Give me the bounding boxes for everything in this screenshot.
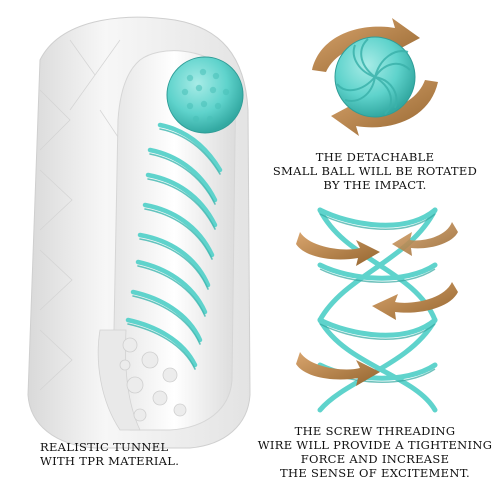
rotating-ball-group	[312, 18, 438, 136]
screw-caption-line-3: FORCE AND INCREASE	[300, 452, 450, 466]
sleeve-coil-shadows	[127, 128, 221, 370]
swirl-pattern	[336, 38, 411, 115]
helix-strands	[317, 207, 438, 413]
screw-threading-group	[296, 207, 458, 413]
screw-caption-line-2: WIRE WILL PROVIDE A TIGHTENING	[257, 438, 493, 452]
tunnel-texture	[119, 337, 187, 422]
screw-arrow-bottom-icon	[296, 352, 380, 386]
ball-caption-line-1: THE DETACHABLE	[315, 150, 435, 164]
tunnel-caption-line-2: WITH TPR MATERIAL.	[40, 454, 180, 468]
ball-caption-line-2: SMALL BALL WILL BE ROTATED	[272, 164, 478, 178]
ball-caption-line-3: BY THE IMPACT.	[323, 178, 427, 192]
sleeve-facets	[39, 39, 121, 391]
screw-arrow-middle-icon	[372, 282, 458, 320]
screw-caption-line-4: THE SENSE OF EXCITEMENT.	[280, 466, 470, 480]
screw-arrow-top-icon	[296, 232, 380, 266]
rotation-arrow-bottom-icon	[331, 80, 438, 136]
tunnel-caption: REALISTIC TUNNEL WITH TPR MATERIAL.	[40, 440, 240, 468]
sleeve-product	[27, 16, 251, 449]
screw-caption: THE SCREW THREADING WIRE WILL PROVIDE A …	[255, 424, 495, 480]
rotation-arrow-top-icon	[312, 18, 420, 72]
ball-caption: THE DETACHABLE SMALL BALL WILL BE ROTATE…	[270, 150, 480, 192]
screw-arrow-right-top-icon	[392, 222, 458, 256]
sleeve-threading-coils	[125, 122, 223, 368]
inner-wall	[97, 329, 141, 431]
screw-caption-line-1: THE SCREW THREADING	[294, 424, 456, 438]
tunnel-caption-line-1: REALISTIC TUNNEL	[40, 440, 169, 454]
ball-dimples	[181, 68, 230, 123]
ball-in-sleeve	[166, 56, 244, 134]
